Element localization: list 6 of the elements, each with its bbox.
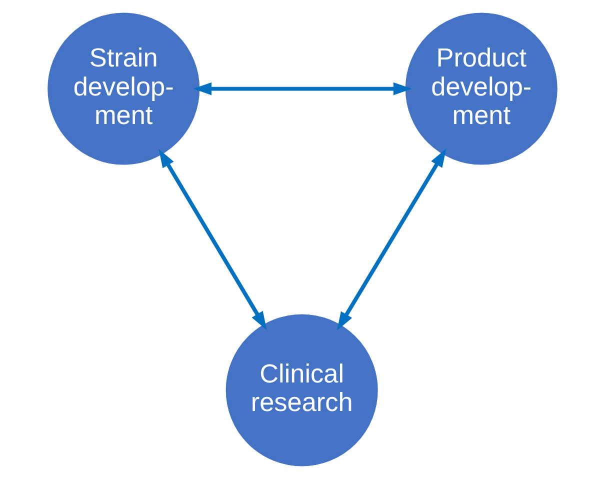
arrow bbox=[193, 82, 412, 96]
node-circle: Clinical research bbox=[226, 314, 378, 466]
node-circle: Product develop- ment bbox=[405, 12, 558, 165]
arrow bbox=[158, 149, 267, 330]
node-circle: Strain develop- ment bbox=[48, 12, 200, 165]
arrow bbox=[337, 148, 446, 330]
